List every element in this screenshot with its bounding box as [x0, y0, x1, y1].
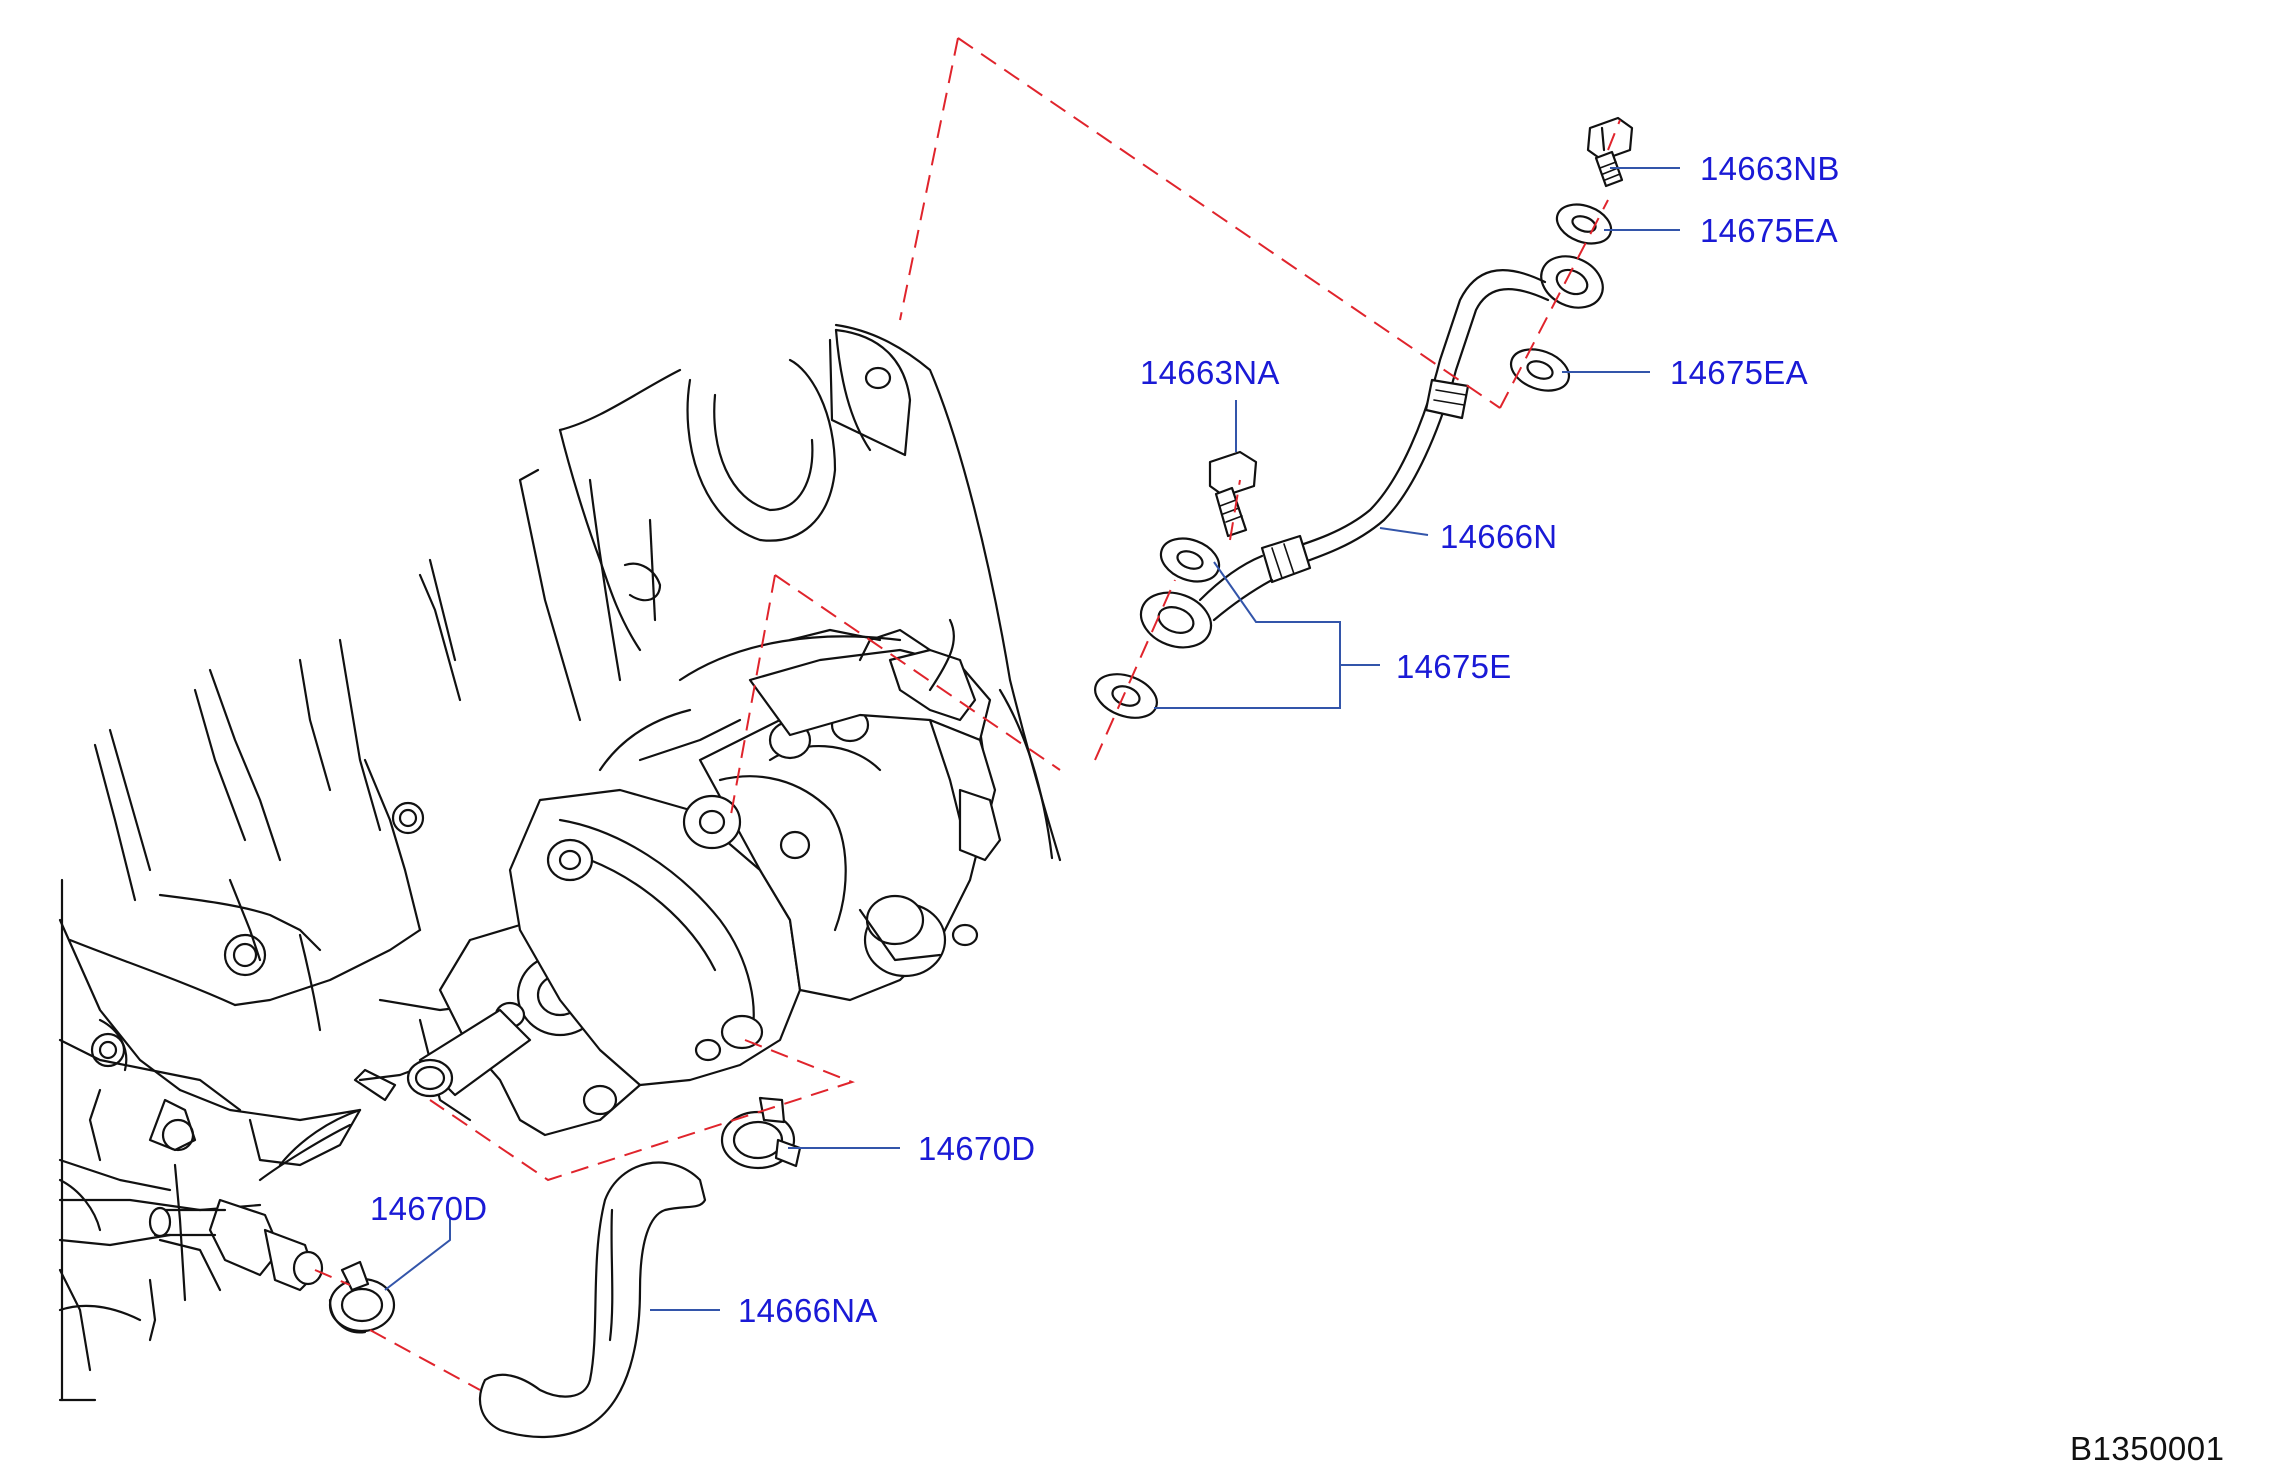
- clamp-right: [720, 1096, 802, 1170]
- oil-tube-14666n: [1139, 255, 1604, 649]
- washer-e-lower: [1094, 673, 1158, 719]
- washer-top: [1555, 203, 1613, 245]
- leader-lines: [384, 167, 1680, 1311]
- callout-14663nb: 14663NB: [1700, 150, 1840, 187]
- figure-reference: B1350001: [2070, 1430, 2225, 1467]
- callout-14675e: 14675E: [1396, 648, 1512, 685]
- callout-14675ea-top: 14675EA: [1700, 212, 1838, 249]
- callout-14675ea-mid: 14675EA: [1670, 354, 1808, 391]
- bolt-14663na: [1208, 450, 1258, 538]
- bolt-14663nb: [1586, 116, 1634, 188]
- pump-housing: [148, 618, 1002, 1292]
- callout-14666na: 14666NA: [738, 1292, 878, 1329]
- callout-14663na: 14663NA: [1140, 354, 1280, 391]
- callout-14666n: 14666N: [1440, 518, 1558, 555]
- callout-14670d-left: 14670D: [370, 1190, 488, 1227]
- washer-mid: [1509, 348, 1571, 392]
- clamp-left: [328, 1260, 396, 1334]
- washer-e-upper: [1159, 537, 1221, 583]
- engine-block: [58, 323, 1062, 1402]
- hose: [478, 1161, 707, 1438]
- callout-14670d-right: 14670D: [918, 1130, 1036, 1167]
- dashed-alignment-lines: [314, 37, 1621, 1391]
